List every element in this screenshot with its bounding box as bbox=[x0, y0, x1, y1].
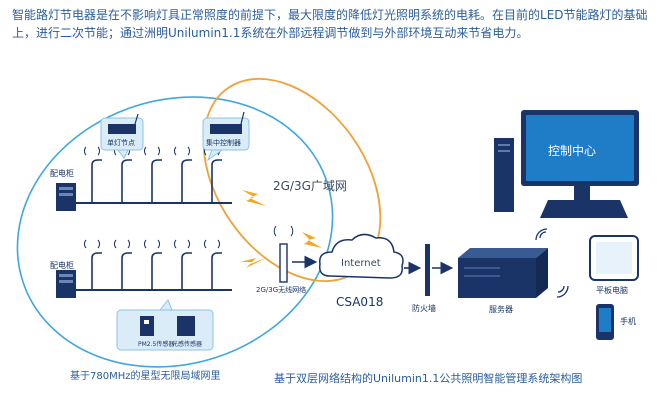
firewall-label: 防火墙 bbox=[412, 303, 436, 313]
control-center-label: 控制中心 bbox=[548, 143, 596, 158]
wifi-icons-bottom bbox=[84, 239, 220, 249]
cabinet-label-top: 配电柜 bbox=[50, 168, 74, 178]
diagram-caption: 基于双层网络结构的Unilumin1.1公共照明智能管理系统架构图 bbox=[274, 371, 582, 385]
light-sensor-label: 光感传感器 bbox=[172, 340, 202, 348]
internet-label: Internet bbox=[341, 258, 381, 269]
cabinet-label-bottom: 配电柜 bbox=[50, 260, 74, 270]
star-network-caption: 基于780MHz的星型无限局域网里 bbox=[70, 369, 220, 382]
street-lights-top bbox=[91, 159, 222, 203]
tablet-label: 平板电脑 bbox=[596, 285, 628, 295]
wireless-gateway-icon bbox=[273, 225, 294, 283]
server-icon bbox=[458, 248, 548, 298]
phone-icon bbox=[596, 304, 614, 340]
street-lights-bottom bbox=[91, 252, 222, 290]
cabinet-icon-top bbox=[56, 183, 76, 211]
star-network-ellipse bbox=[16, 96, 334, 368]
intro-paragraph: 智能路灯节电器是在不影响灯具正常照度的前提下，最大限度的降低灯光照明系统的电耗。… bbox=[12, 8, 648, 40]
phone-label: 手机 bbox=[620, 316, 636, 326]
central-controller-callout bbox=[202, 111, 250, 162]
tablet-icon bbox=[589, 235, 639, 281]
internet-cloud-icon bbox=[318, 233, 404, 279]
firewall-icon bbox=[425, 244, 430, 296]
lightning-bolt-icons bbox=[240, 190, 322, 268]
server-wifi-icons bbox=[535, 228, 569, 298]
single-node-callout bbox=[100, 113, 144, 159]
network-2g3g-label: 2G/3G广域网 bbox=[273, 179, 347, 193]
single-node-label: 单灯节点 bbox=[107, 138, 135, 147]
cabinet-icon-bottom bbox=[56, 270, 76, 298]
csa-label: CSA018 bbox=[336, 295, 383, 309]
control-center-monitor-icon bbox=[521, 110, 639, 218]
sensor-box bbox=[116, 299, 214, 351]
central-controller-label: 集中控制器 bbox=[206, 138, 241, 147]
pc-tower-icon bbox=[494, 138, 514, 212]
pm25-sensor-label: PM2.5传感器 bbox=[138, 340, 174, 348]
server-label: 服务器 bbox=[489, 304, 513, 314]
wireless-gateway-label: 2G/3G无线网络 bbox=[256, 285, 306, 294]
